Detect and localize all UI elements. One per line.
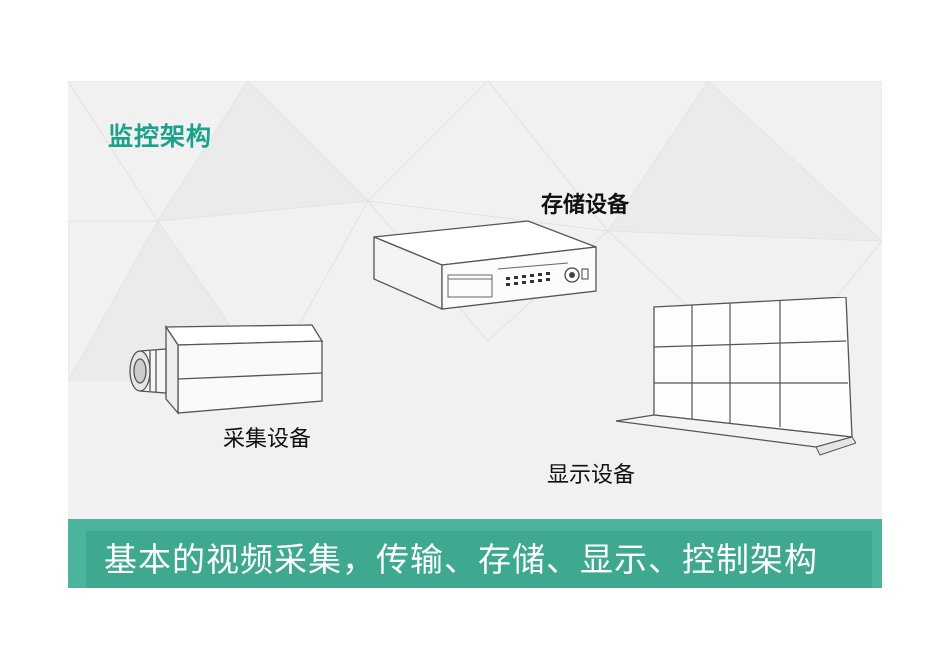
banner-text: 基本的视频采集，传输、存储、显示、控制架构 bbox=[104, 540, 818, 579]
slide-title: 监控架构 bbox=[108, 122, 213, 151]
dvr-recorder-icon bbox=[373, 220, 597, 310]
video-wall-icon bbox=[616, 297, 856, 456]
display-device-label: 显示设备 bbox=[547, 463, 636, 488]
camera-device-label: 采集设备 bbox=[223, 427, 312, 452]
slide: 监控架构 存储设备 bbox=[68, 81, 882, 588]
banner-panel bbox=[86, 531, 872, 588]
storage-device-label: 存储设备 bbox=[541, 193, 630, 218]
box-camera-icon bbox=[129, 324, 324, 415]
summary-banner: 基本的视频采集，传输、存储、显示、控制架构 bbox=[68, 519, 882, 588]
